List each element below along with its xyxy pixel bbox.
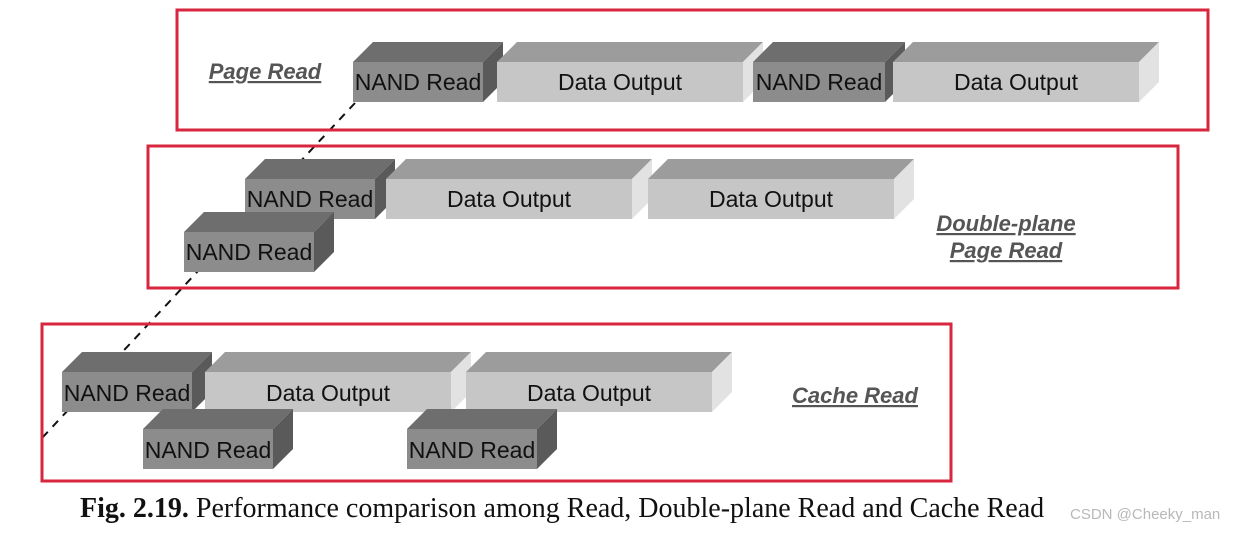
data-output-label: Data Output [447, 186, 572, 212]
nand-read-label: NAND Read [186, 239, 313, 265]
data-output-label: Data Output [527, 380, 652, 406]
data-output-label: Data Output [954, 69, 1079, 95]
data-output-block: Data Output [893, 42, 1159, 102]
cache-read-frame [40, 322, 953, 483]
nand-read-label: NAND Read [756, 69, 883, 95]
figure-caption: Fig. 2.19. Performance comparison among … [80, 493, 1044, 525]
page-read-frame [175, 8, 1210, 132]
data-output-block: Data Output [205, 352, 471, 412]
figure-label: Fig. 2.19. [80, 493, 189, 524]
data-output-label: Data Output [558, 69, 683, 95]
nand-read-block: NAND Read [62, 352, 212, 412]
page-read-section: NAND Read Data Output NAND Read Data Out… [209, 42, 1159, 102]
nand-read-label: NAND Read [247, 186, 374, 212]
double-plane-frame [146, 144, 1180, 290]
data-output-block: Data Output [466, 352, 732, 412]
nand-read-label: NAND Read [64, 380, 191, 406]
nand-read-block: NAND Read [353, 42, 503, 102]
nand-read-label: NAND Read [409, 437, 536, 463]
page-read-title: Page Read [209, 59, 322, 84]
data-output-label: Data Output [266, 380, 391, 406]
double-plane-title-line1: Double-plane [936, 211, 1075, 236]
nand-read-block: NAND Read [245, 159, 395, 219]
double-plane-title-line2: Page Read [950, 238, 1063, 263]
data-output-block: Data Output [648, 159, 914, 219]
watermark: CSDN @Cheeky_man [1070, 506, 1221, 523]
nand-read-block: NAND Read [184, 212, 334, 272]
data-output-block: Data Output [386, 159, 652, 219]
figure-caption-text: Performance comparison among Read, Doubl… [195, 493, 1045, 524]
cache-read-title: Cache Read [792, 383, 919, 408]
nand-read-label: NAND Read [145, 437, 272, 463]
nand-read-block: NAND Read [753, 42, 905, 102]
nand-read-label: NAND Read [355, 69, 482, 95]
cache-read-section: NAND Read Data Output Data Output NAND R… [62, 352, 919, 469]
data-output-label: Data Output [709, 186, 834, 212]
nand-read-block: NAND Read [407, 409, 557, 469]
nand-read-block: NAND Read [143, 409, 293, 469]
data-output-block: Data Output [497, 42, 763, 102]
double-plane-section: NAND Read Data Output Data Output NAND R… [184, 159, 1076, 272]
